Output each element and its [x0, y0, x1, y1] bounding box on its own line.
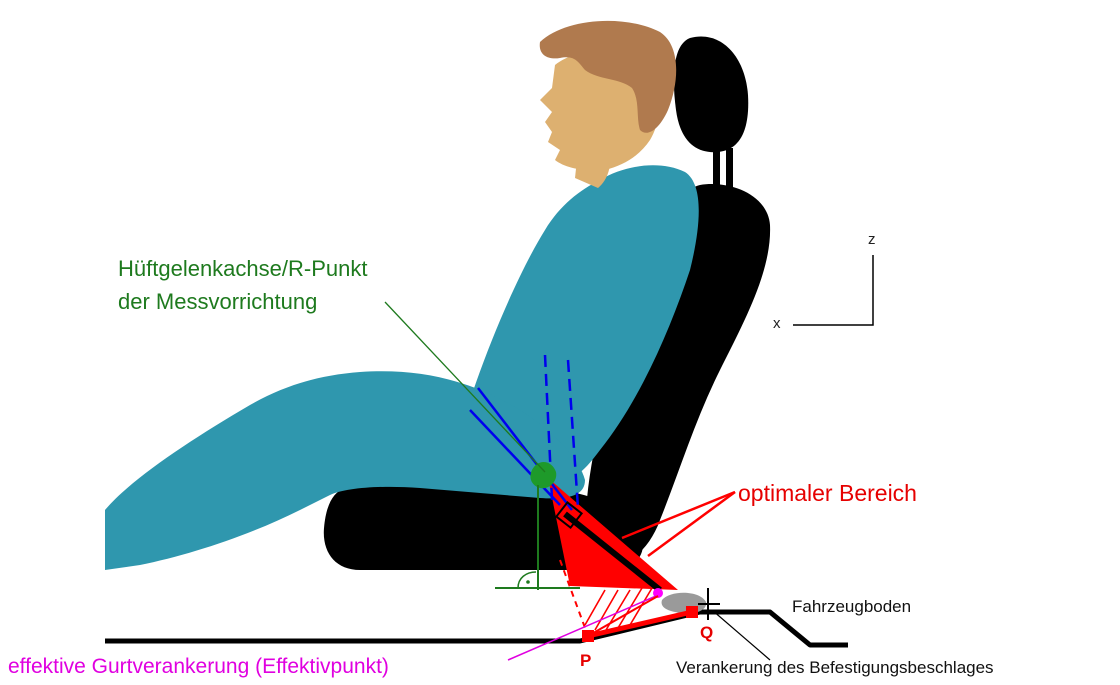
fitting-anchorage-leader	[712, 610, 770, 660]
effective-anchorage-label: effektive Gurtverankerung (Effektivpunkt…	[8, 656, 389, 677]
point-p-marker	[582, 630, 594, 642]
headrest-post-right	[726, 148, 733, 192]
axis-x-label: x	[773, 316, 781, 331]
headrest	[674, 37, 748, 153]
point-p-label: P	[580, 652, 591, 669]
fitting-anchorage-label: Verankerung des Befestigungsbeschlages	[676, 659, 994, 676]
hip-axis-label-line2: der Messvorrichtung	[118, 291, 317, 313]
coordinate-axes	[793, 255, 873, 325]
axis-z-label: z	[868, 232, 876, 247]
vehicle-floor-line	[105, 612, 848, 645]
optimal-range-label: optimaler Bereich	[738, 482, 917, 505]
point-q-marker	[686, 606, 698, 618]
right-angle-dot	[526, 580, 530, 584]
vehicle-floor-label: Fahrzeugboden	[792, 598, 911, 615]
hip-axis-label-line1: Hüftgelenkachse/R-Punkt	[118, 258, 367, 280]
right-angle-arc	[518, 572, 536, 588]
point-q-label: Q	[700, 624, 713, 641]
